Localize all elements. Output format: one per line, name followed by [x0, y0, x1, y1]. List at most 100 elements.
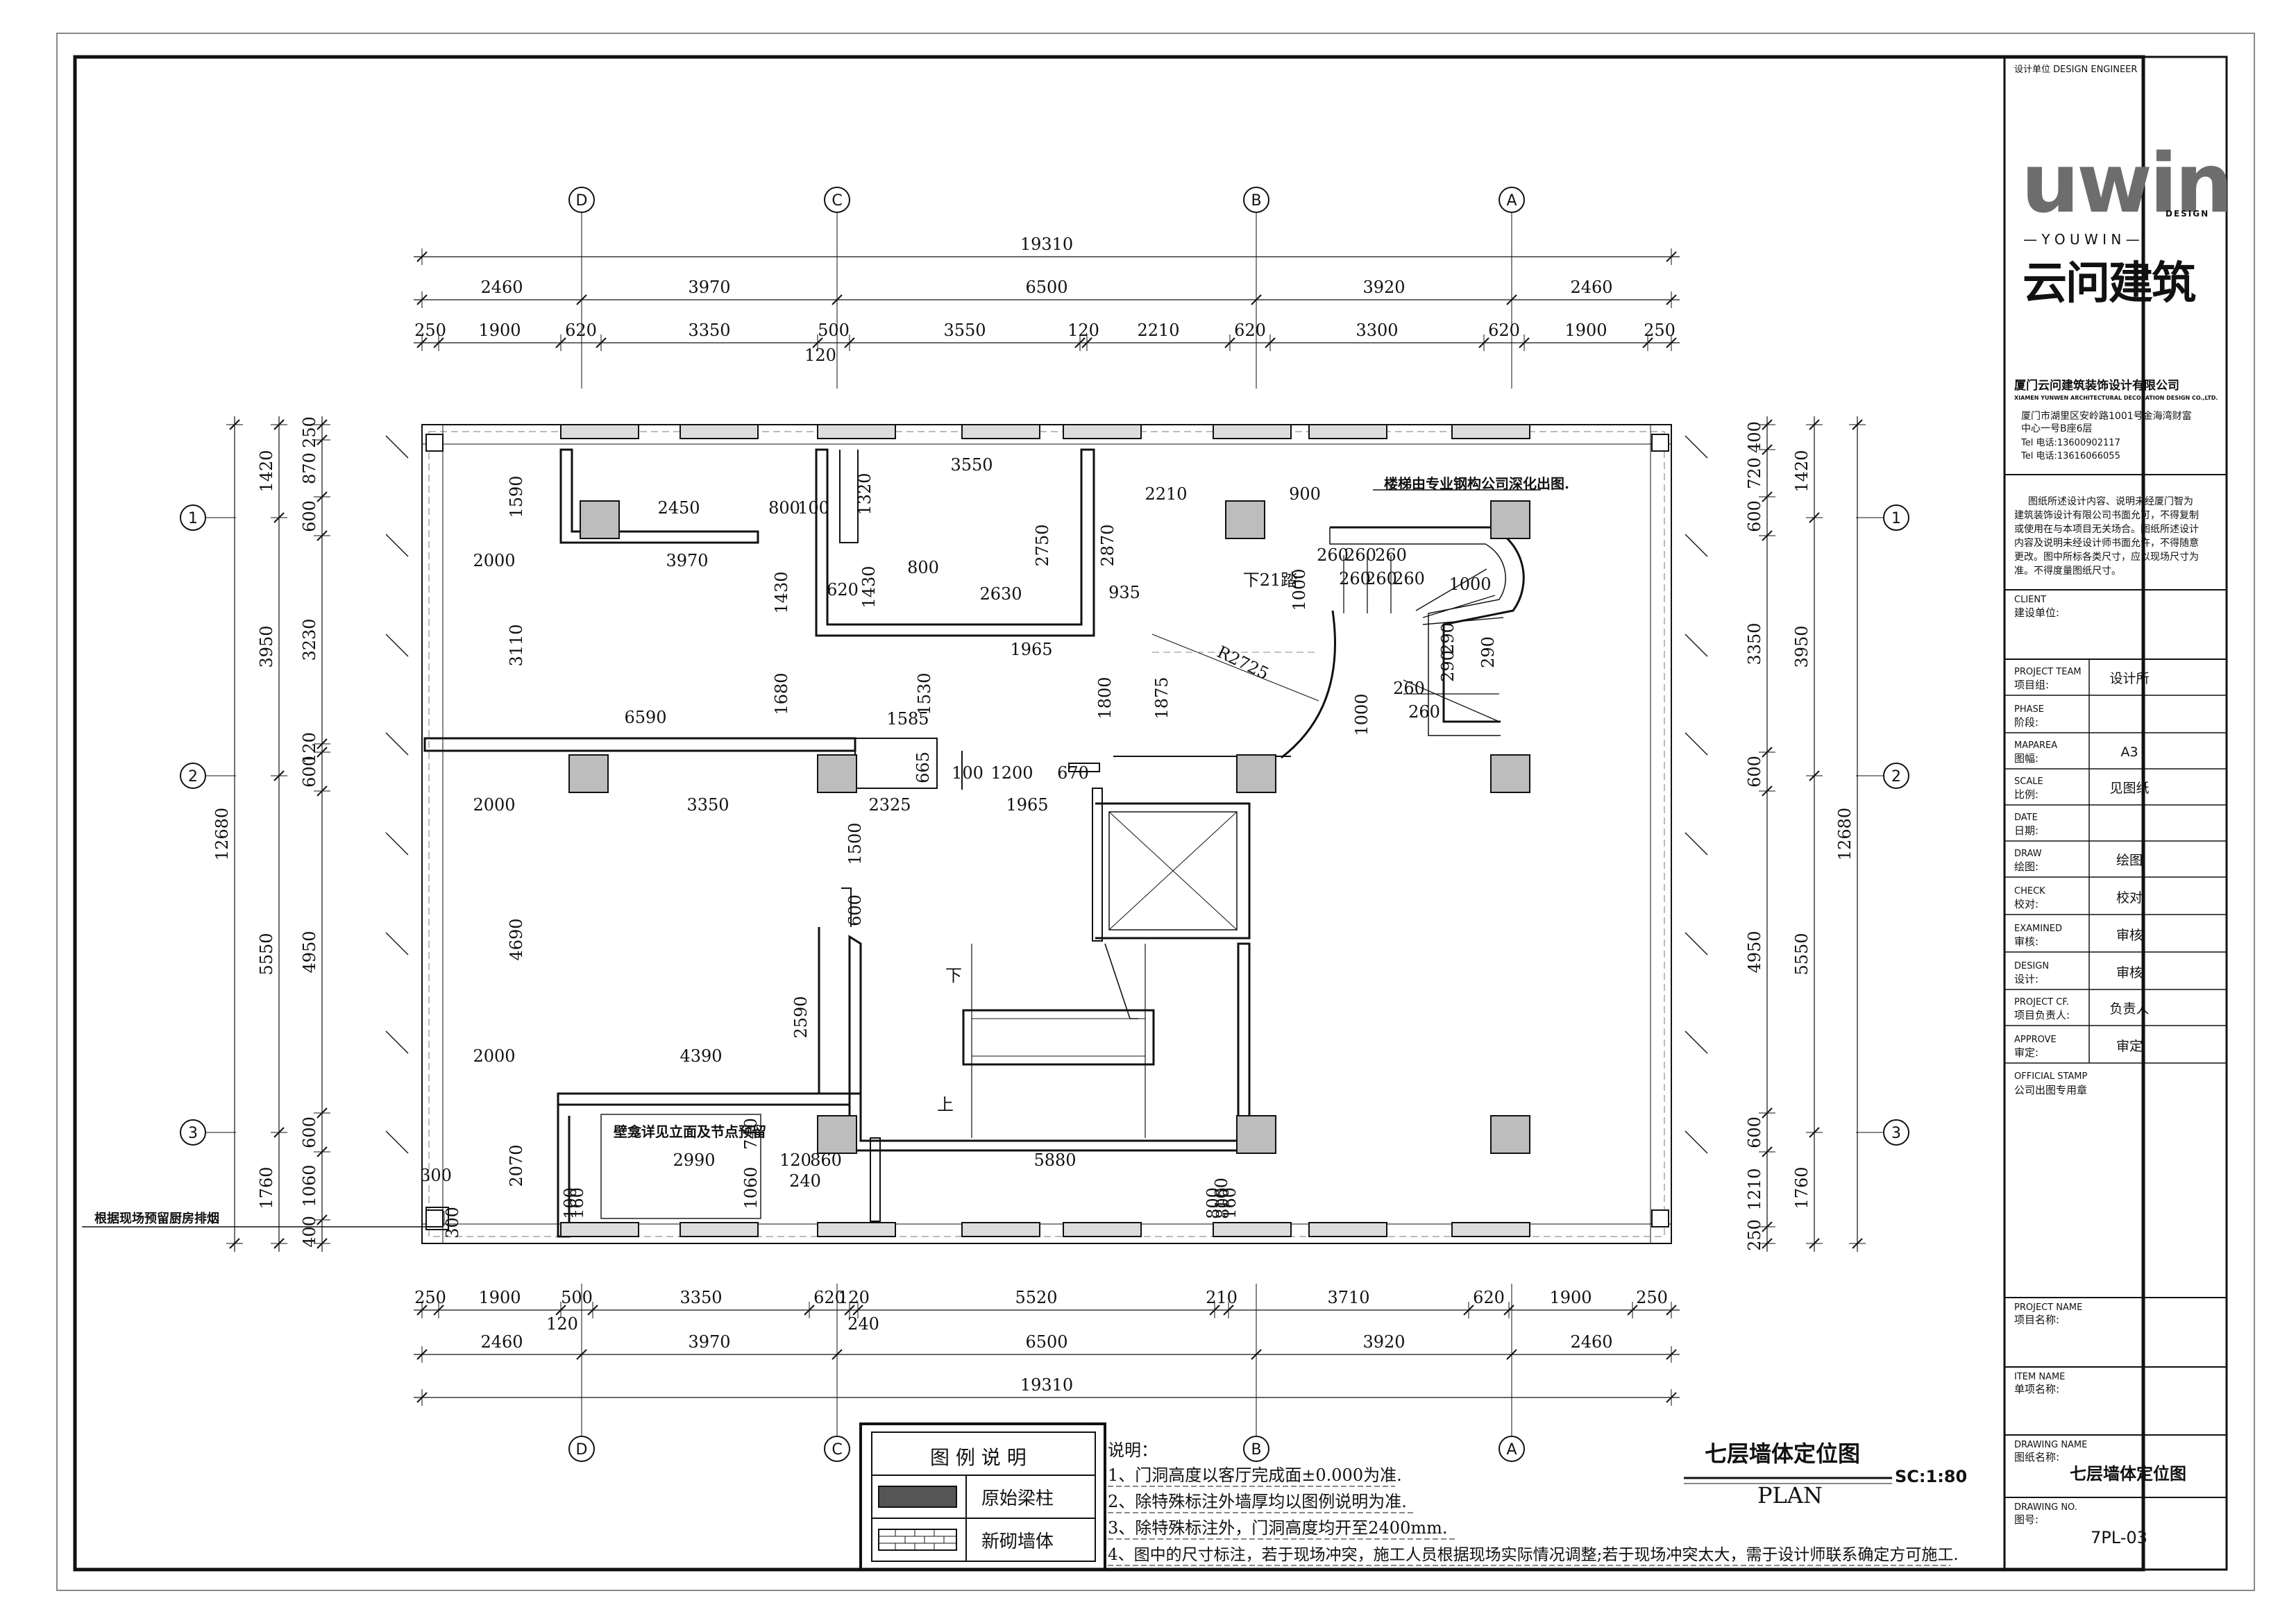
notice-line: 准。不得度量图纸尺寸。	[2014, 565, 2121, 577]
interior-dimension: 6590	[624, 708, 666, 727]
interior-dimension: 2450	[657, 498, 700, 518]
dimension-label: 5550	[257, 933, 276, 975]
notice-line: 或使用在与本项目无关场合。图纸所述设计	[2014, 523, 2199, 535]
window-unit	[1213, 1222, 1292, 1237]
window-unit	[560, 424, 639, 439]
interior-dimension: 160	[1220, 1187, 1240, 1219]
drawing-frame	[73, 55, 2145, 1572]
window-unit	[1213, 424, 1292, 439]
title-block-frame	[2003, 56, 2228, 1571]
dimension-label: 3300	[1356, 321, 1398, 340]
tb-phase-en: PHASE	[2014, 704, 2044, 715]
interior-dimension: 2000	[473, 1046, 515, 1066]
company-name-en: XIAMEN YUNWEN ARCHITECTURAL DECORATION D…	[2014, 395, 2218, 401]
axis-label-col: B	[1251, 1441, 1261, 1459]
interior-dimension: 4690	[507, 918, 526, 960]
interior-dimension: 160	[568, 1187, 587, 1219]
structural-column	[1236, 1115, 1276, 1154]
interior-dimension: 260	[1393, 679, 1425, 698]
window-unit	[1308, 424, 1387, 439]
drawing-name-label: 图纸名称:	[2014, 1451, 2059, 1463]
tb-team-en: PROJECT TEAM	[2014, 667, 2082, 677]
tb-approve-label: 审定:	[2014, 1046, 2038, 1059]
address-1: 厦门市湖里区安岭路1001号金海湾财富	[2021, 410, 2192, 422]
interior-dimension: 160	[1212, 1178, 1231, 1209]
interior-dimension: 1800	[1095, 677, 1115, 719]
dimension-label: 500	[818, 321, 850, 340]
stair-note: 楼梯由专业钢构公司深化出图.	[1384, 475, 1569, 492]
drawing-name-label-en: DRAWING NAME	[2014, 1440, 2087, 1450]
interior-dimension: 935	[1108, 583, 1140, 602]
interior-dimension: 100	[561, 1187, 580, 1219]
dimension-label: 3350	[688, 321, 730, 340]
tb-exam-value: 审核	[2116, 928, 2143, 943]
interior-dimension: 800	[1204, 1187, 1223, 1219]
structural-column	[580, 500, 620, 539]
window-unit	[1063, 1222, 1142, 1237]
interior-dimension: 290	[1478, 636, 1498, 668]
copyright-notice: 图纸所述设计内容、说明未经厦门智为 建筑装饰设计有限公司书面允可，不得复制 或使…	[2014, 495, 2199, 577]
dimension-label: 620	[1234, 321, 1266, 340]
dimension-label: 1420	[1792, 450, 1812, 492]
tb-draw-en: DRAW	[2014, 849, 2042, 859]
interior-dimension: 1585	[886, 709, 929, 729]
drawing-no-label: 图号:	[2014, 1513, 2038, 1526]
dimension-label: 1900	[478, 321, 521, 340]
interior-dimension: 260	[1317, 545, 1349, 565]
dimension-label: 250	[414, 321, 446, 340]
tb-date-label: 日期:	[2014, 824, 2038, 837]
general-notes: 说明： 1、门洞高度以客厅完成面±0.000为准. 2、除特殊标注外墙厚均以图例…	[1108, 1441, 1959, 1566]
notice-line: 建筑装饰设计有限公司书面允可，不得复制	[2014, 509, 2199, 521]
tb-check-label: 校对:	[2014, 898, 2038, 910]
dimension-label: 2460	[480, 1332, 523, 1352]
interior-dimension: 300	[443, 1207, 462, 1239]
interior-dimension: 100	[952, 763, 984, 783]
dimension-label: 19310	[1020, 1375, 1073, 1395]
interior-dimension: 下	[945, 966, 962, 985]
structural-column	[1236, 754, 1276, 793]
notice-line: 内容及说明未经设计师书面允许，不得随意	[2014, 537, 2199, 549]
item-name-label-en: ITEM NAME	[2014, 1372, 2065, 1382]
interior-dimension: 4390	[679, 1046, 722, 1066]
tb-pcf-label: 项目负责人:	[2014, 1009, 2070, 1021]
axis-label-row: 2	[188, 768, 198, 785]
axis-label-col: C	[832, 1441, 842, 1459]
client-label: 建设单位:	[2014, 606, 2059, 619]
axis-label-row: 1	[1891, 510, 1901, 527]
dimension-label: 250	[300, 416, 319, 448]
window-unit	[817, 424, 896, 439]
interior-dimension: 1875	[1152, 677, 1172, 719]
client-label-en: CLIENT	[2014, 595, 2046, 605]
structural-column	[1490, 1115, 1530, 1154]
interior-dimension: 260	[1344, 545, 1376, 565]
dimension-label: 3920	[1362, 278, 1405, 297]
project-name-label-en: PROJECT NAME	[2014, 1302, 2082, 1313]
tb-design-value: 审核	[2116, 965, 2143, 980]
dimension-label: 500	[561, 1288, 593, 1307]
window-units	[425, 424, 1669, 1237]
note-line-2: 2、除特殊标注外墙厚均以图例说明为准.	[1108, 1492, 1407, 1511]
tb-area-value: A3	[2120, 745, 2138, 760]
interior-dimension: 240	[789, 1171, 821, 1191]
window-unit	[560, 1222, 639, 1237]
corner-post	[425, 434, 444, 452]
dimension-label: 120	[838, 1288, 870, 1307]
legend: 图 例 说 明 原始梁柱 新砌墙体	[859, 1422, 1106, 1571]
interior-dimension: R2725	[1214, 642, 1272, 683]
interior-dimension: 2000	[473, 795, 515, 815]
dimension-label: 600	[300, 1116, 319, 1148]
tb-check-en: CHECK	[2014, 886, 2045, 897]
dimension-label: 250	[1644, 321, 1675, 340]
tb-scale-en: SCALE	[2014, 776, 2043, 787]
design-unit-label: 设计单位 DESIGN ENGINEER	[2014, 65, 2137, 75]
drawing-no-label-en: DRAWING NO.	[2014, 1502, 2077, 1513]
logo-brand: 云问建筑	[2023, 258, 2196, 309]
item-name-label: 单项名称:	[2014, 1383, 2059, 1395]
dimension-label: 1420	[257, 450, 276, 492]
tel-1: Tel 电话:13600902117	[2020, 438, 2120, 448]
interior-dimension: 下21踏	[1243, 570, 1298, 590]
dimension-label: 5520	[1015, 1288, 1057, 1307]
tb-draw-value: 绘图	[2116, 853, 2143, 868]
dimension-label: 5550	[1792, 933, 1812, 975]
